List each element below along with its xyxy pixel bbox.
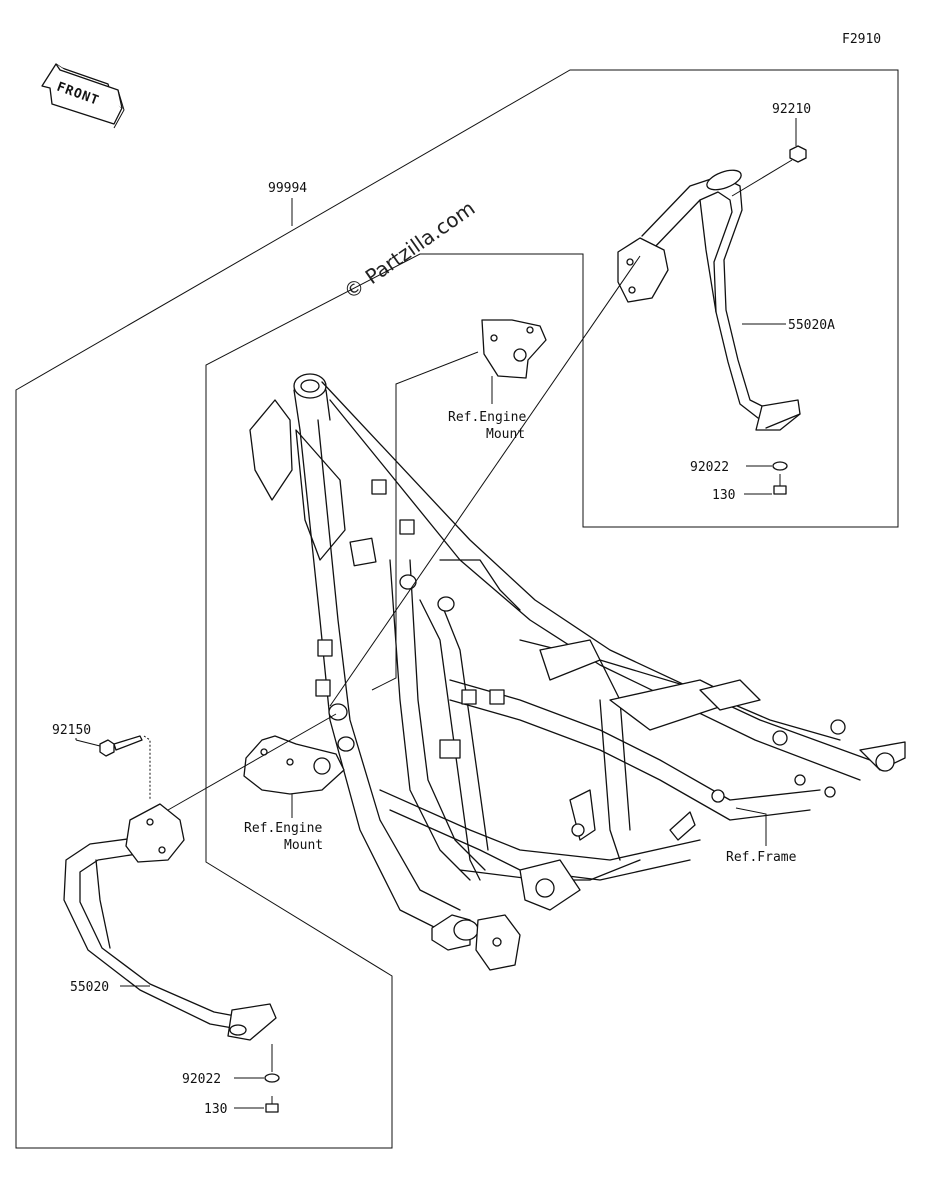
kit-outline bbox=[15, 69, 899, 1149]
callout-bolt-right: 130 bbox=[712, 488, 735, 503]
guard-left-55020 bbox=[63, 803, 277, 1041]
callout-nut: 92210 bbox=[772, 102, 811, 117]
nut-leader bbox=[731, 159, 793, 197]
callout-ref-frame: Ref.Frame bbox=[726, 850, 797, 865]
callout-bolt-left: 130 bbox=[204, 1102, 227, 1117]
watermark-text: © Partzilla.com bbox=[339, 196, 479, 304]
callout-kit: 99994 bbox=[268, 181, 307, 196]
engine-mount-upper bbox=[481, 319, 547, 404]
ref-frame-leader bbox=[735, 807, 767, 846]
callout-guard-left: 55020 bbox=[70, 980, 109, 995]
upper-mount-connector bbox=[371, 351, 479, 691]
callout-ref-engine-mount-upper-2: Mount bbox=[486, 427, 525, 442]
watermark: © Partzilla.com bbox=[339, 196, 479, 304]
callout-washer-right: 92022 bbox=[690, 460, 729, 475]
callout-ref-engine-mount-lower-1: Ref.Engine bbox=[244, 821, 322, 836]
guard-left-mount-line bbox=[167, 713, 337, 811]
washer-left bbox=[264, 1073, 280, 1083]
guard-right-55020A bbox=[617, 169, 801, 431]
bolt-left bbox=[234, 1096, 279, 1113]
motorcycle-frame bbox=[249, 373, 906, 971]
bolt-right bbox=[744, 474, 787, 495]
callout-guard-right: 55020A bbox=[788, 318, 835, 333]
callout-bolt-long: 92150 bbox=[52, 723, 91, 738]
callout-ref-engine-mount-upper-1: Ref.Engine bbox=[448, 410, 526, 425]
callout-ref-engine-mount-lower-2: Mount bbox=[284, 838, 323, 853]
nut-92210 bbox=[789, 118, 807, 163]
front-arrow-icon: FRONT bbox=[41, 63, 125, 129]
diagram-id: F2910 bbox=[842, 32, 881, 47]
callout-washer-left: 92022 bbox=[182, 1072, 221, 1087]
engine-mount-lower bbox=[243, 735, 345, 818]
guard-right-mount-line bbox=[329, 255, 641, 707]
washer-right bbox=[772, 461, 788, 471]
bolt-92150 bbox=[75, 735, 151, 800]
